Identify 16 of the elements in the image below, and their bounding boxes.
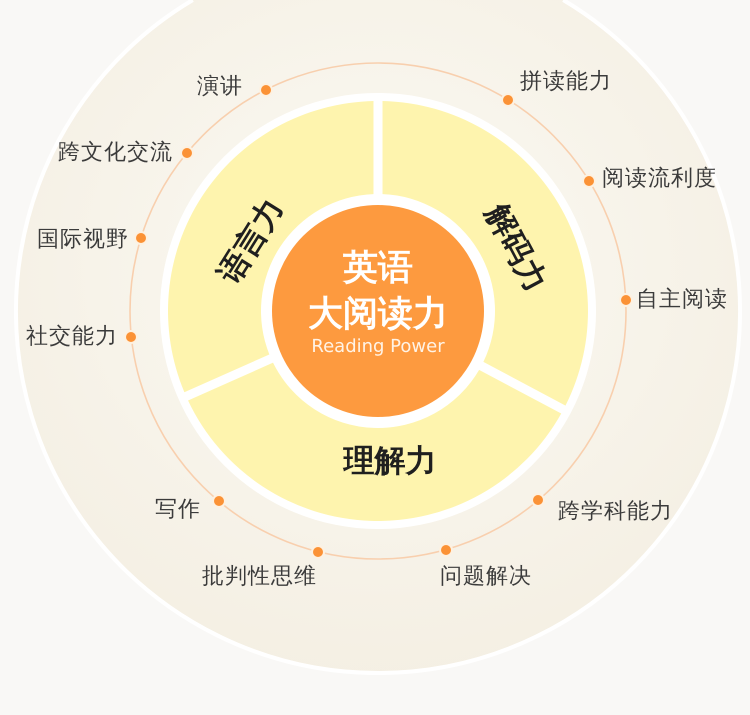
skill-label: 演讲 (197, 74, 243, 100)
sector-label: 解码力 (478, 198, 554, 298)
skill-label: 问题解决 (440, 564, 532, 590)
skill-label: 跨文化交流 (58, 140, 173, 166)
skill-label: 跨学科能力 (558, 499, 673, 525)
sector-label: 理解力 (344, 443, 436, 479)
center-title: 英语大阅读力 (307, 247, 449, 336)
skill-label: 国际视野 (37, 227, 129, 253)
skill-label: 自主阅读 (636, 287, 728, 313)
center-subtitle: Reading Power (311, 336, 445, 358)
skill-label: 阅读流利度 (602, 166, 717, 192)
sector-label: 语言力 (211, 192, 291, 290)
skill-label: 拼读能力 (520, 69, 612, 95)
skill-label: 批判性思维 (202, 564, 317, 590)
skill-label: 写作 (155, 497, 201, 523)
skill-label: 社交能力 (26, 324, 118, 350)
